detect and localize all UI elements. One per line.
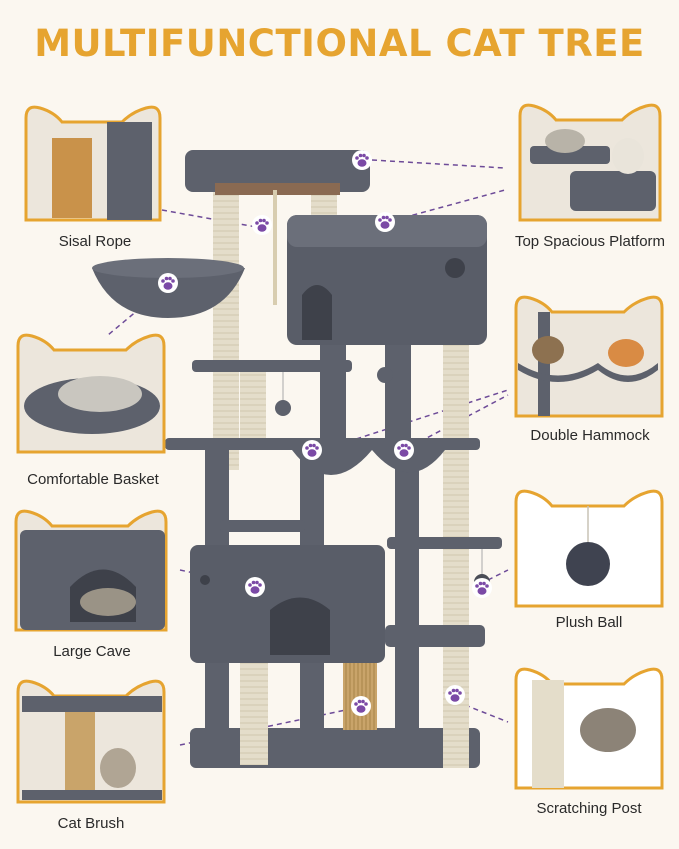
paw-marker-icon xyxy=(472,578,492,598)
page-title: MULTIFUNCTIONAL CAT TREE xyxy=(34,22,645,65)
feature-bubble-top-platform xyxy=(510,96,670,226)
feature-label: Cat Brush xyxy=(57,815,125,832)
feature-bubble-cat-brush xyxy=(10,672,172,808)
paw-marker-icon xyxy=(352,150,372,170)
feature-label: Top Spacious Platform xyxy=(514,233,666,250)
cat-photo xyxy=(532,336,564,364)
plush-post xyxy=(300,650,324,740)
feature-label: Double Hammock xyxy=(530,427,650,444)
paw-marker-icon xyxy=(158,273,178,293)
feature-bubble-large-cave xyxy=(8,502,176,636)
feature-label: Comfortable Basket xyxy=(27,471,159,488)
feature-bubble-scratching-post xyxy=(508,660,670,794)
side-step xyxy=(387,537,502,549)
sisal-post xyxy=(213,180,239,470)
tree-base xyxy=(190,728,480,768)
paw-marker-icon xyxy=(445,685,465,705)
feature-bubble-hammock xyxy=(508,288,670,422)
sisal-post xyxy=(240,655,268,765)
top-condo xyxy=(287,215,487,345)
cat-photo xyxy=(80,588,136,616)
feature-label: Large Cave xyxy=(53,643,131,660)
mid-platform xyxy=(192,360,352,372)
paw-marker-icon xyxy=(245,577,265,597)
plush-post xyxy=(385,330,411,450)
sisal-post xyxy=(240,365,266,445)
feature-bubble-plush-ball xyxy=(508,482,670,612)
top-platform xyxy=(185,150,370,192)
cat-photo xyxy=(608,339,644,367)
paw-marker-icon xyxy=(394,440,414,460)
cat-photo xyxy=(52,138,92,218)
feature-bubble-sisal-rope xyxy=(12,98,174,226)
cat-photo xyxy=(612,138,644,174)
feature-bubble-basket xyxy=(10,326,172,458)
plush-post xyxy=(395,455,419,745)
paw-marker-icon xyxy=(302,440,322,460)
paw-marker-icon xyxy=(375,212,395,232)
lower-step xyxy=(385,625,485,647)
cat-photo xyxy=(580,708,636,752)
hammock-right xyxy=(372,450,445,473)
paw-marker-icon xyxy=(351,696,371,716)
hanging-basket xyxy=(92,268,245,318)
platform-wood xyxy=(215,183,340,195)
cat-photo xyxy=(100,748,136,788)
feature-label: Sisal Rope xyxy=(58,233,132,250)
hammock-frame xyxy=(165,438,480,450)
cat-photo xyxy=(58,376,142,412)
feature-label: Plush Ball xyxy=(555,614,623,631)
feature-label: Scratching Post xyxy=(536,800,642,817)
plush-ball xyxy=(566,542,610,586)
paw-marker-icon xyxy=(252,215,272,235)
small-step xyxy=(220,520,305,532)
cat-photo xyxy=(545,129,585,153)
cat-brush xyxy=(343,655,377,730)
